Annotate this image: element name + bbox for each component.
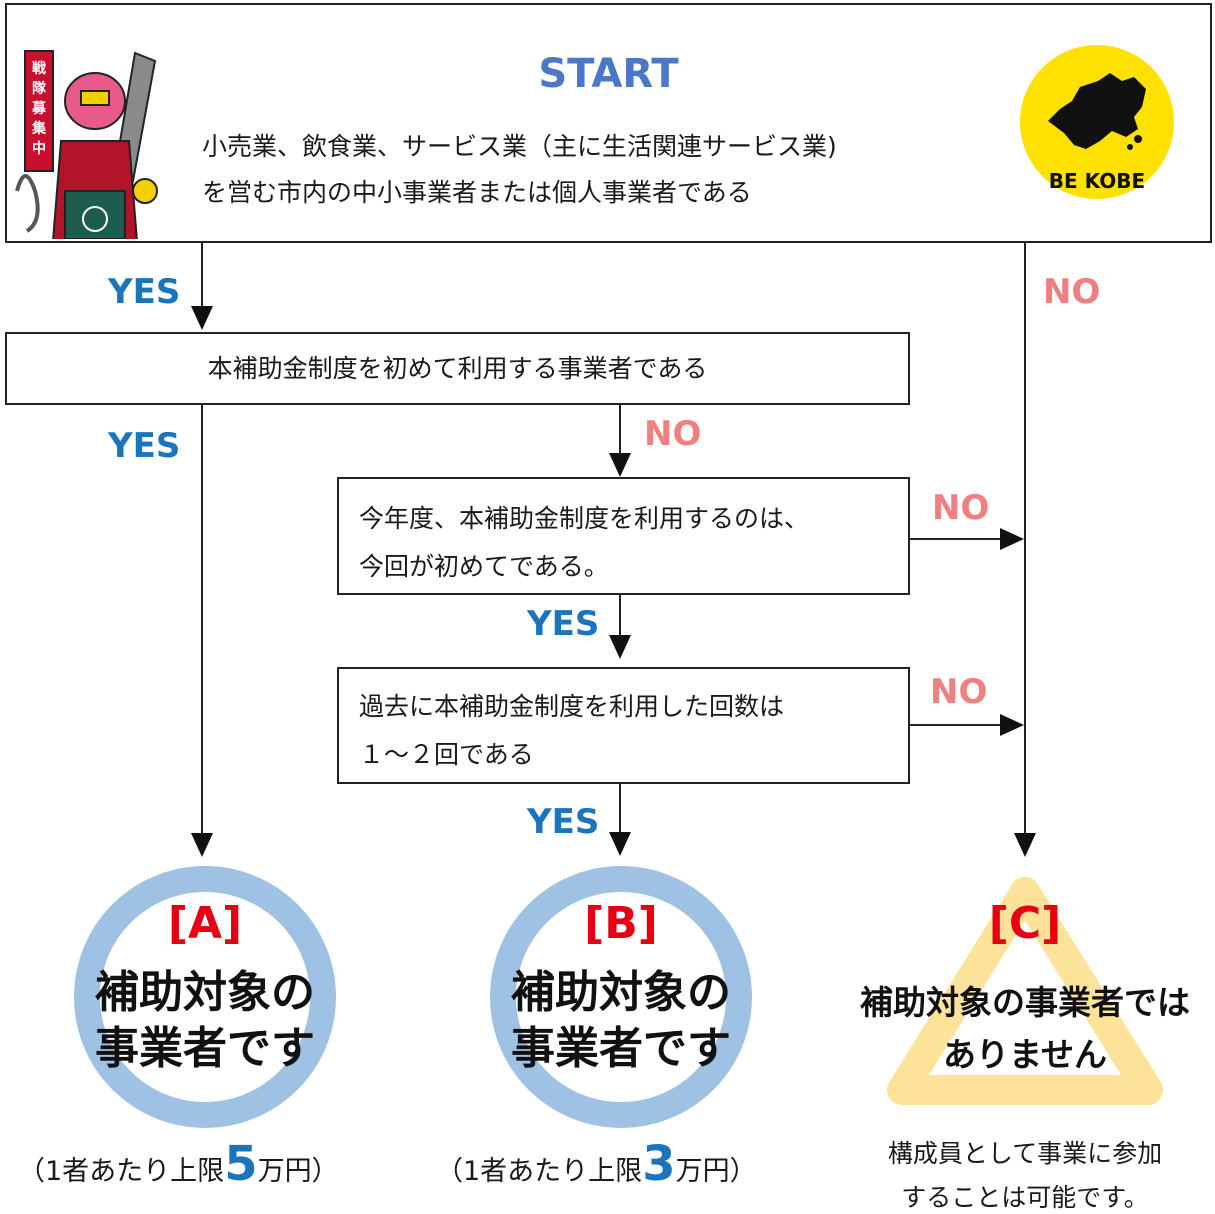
kobe-map-icon bbox=[1048, 73, 1146, 150]
yes-label-q2: YES bbox=[527, 604, 600, 644]
connector-start-q1 bbox=[201, 243, 203, 308]
connector-q3-b bbox=[619, 784, 621, 834]
result-b-line2: 事業者です bbox=[511, 1023, 731, 1074]
arrow-to-b bbox=[609, 832, 631, 856]
no-label-q2: NO bbox=[932, 488, 990, 528]
arrow-q2-q3 bbox=[609, 635, 631, 659]
arrow-q1-q2 bbox=[609, 453, 631, 477]
yes-label-q3: YES bbox=[527, 802, 600, 842]
arrow-start-q1 bbox=[191, 306, 213, 330]
result-a-line2: 事業者です bbox=[95, 1023, 315, 1074]
logo-text: BE KOBE bbox=[1048, 169, 1146, 193]
q2-box: 今年度、本補助金制度を利用するのは、 今回が初めてである。 bbox=[337, 477, 910, 595]
q1-box: 本補助金制度を初めて利用する事業者である bbox=[5, 332, 910, 405]
result-a-cap-pre: （1者あたり上限 bbox=[18, 1156, 225, 1187]
result-b-cap-post: 万円） bbox=[675, 1156, 757, 1187]
result-b-cap-pre: （1者あたり上限 bbox=[436, 1156, 643, 1187]
result-a-cap-num: 5 bbox=[224, 1136, 258, 1192]
result-a-cap: （1者あたり上限5万円） bbox=[18, 1136, 339, 1192]
no-label-q3: NO bbox=[930, 672, 988, 712]
result-c-note2: することは可能です。 bbox=[901, 1183, 1149, 1212]
connector-q3-c bbox=[910, 724, 1002, 726]
result-c-note1: 構成員として事業に参加 bbox=[887, 1139, 1163, 1168]
result-c-letter: [C] bbox=[988, 898, 1062, 949]
result-a-letter: [A] bbox=[167, 898, 243, 949]
yes-label-q1: YES bbox=[108, 426, 181, 466]
connector-q2-q3 bbox=[619, 595, 621, 637]
connector-q1-a bbox=[201, 405, 203, 835]
svg-text:隊: 隊 bbox=[32, 80, 47, 97]
start-line2: を営む市内の中小事業者または個人事業者である bbox=[202, 178, 752, 207]
result-b-cap-num: 3 bbox=[642, 1136, 676, 1192]
q2-line1: 今年度、本補助金制度を利用するのは、 bbox=[359, 504, 810, 533]
q3-line2: １～２回である bbox=[359, 740, 534, 769]
mascot-sign-text: 戦 bbox=[32, 60, 47, 77]
q3-line1: 過去に本補助金制度を利用した回数は bbox=[359, 692, 785, 721]
q2-line2: 今回が初めてである。 bbox=[359, 552, 609, 581]
no-label-start: NO bbox=[1043, 272, 1101, 312]
be-kobe-logo: BE KOBE bbox=[1020, 45, 1174, 199]
start-line1: 小売業、飲食業、サービス業（主に生活関連サービス業) bbox=[202, 132, 837, 161]
result-c-triangle bbox=[887, 877, 1163, 1105]
result-b-line1: 補助対象の bbox=[511, 967, 731, 1018]
yes-label-start: YES bbox=[108, 272, 181, 312]
arrow-q2-c bbox=[1000, 528, 1024, 550]
q1-text: 本補助金制度を初めて利用する事業者である bbox=[207, 354, 708, 383]
start-title: START bbox=[538, 51, 679, 97]
result-b-letter: [B] bbox=[584, 898, 658, 949]
start-box: START 小売業、飲食業、サービス業（主に生活関連サービス業) を営む市内の中… bbox=[5, 3, 1212, 243]
svg-text:中: 中 bbox=[32, 140, 46, 157]
result-c-line1: 補助対象の事業者では bbox=[860, 983, 1190, 1022]
connector-q1-q2 bbox=[619, 405, 621, 455]
arrow-q3-c bbox=[1000, 714, 1024, 736]
result-c-line2: ありません bbox=[942, 1035, 1107, 1074]
svg-text:募: 募 bbox=[31, 100, 47, 117]
arrow-to-c bbox=[1014, 833, 1036, 857]
arrow-to-a bbox=[191, 833, 213, 857]
result-a-cap-post: 万円） bbox=[257, 1156, 339, 1187]
svg-text:集: 集 bbox=[31, 120, 47, 137]
connector-start-c bbox=[1024, 243, 1026, 835]
result-b-cap: （1者あたり上限3万円） bbox=[436, 1136, 757, 1192]
q3-box: 過去に本補助金制度を利用した回数は １～２回である bbox=[337, 667, 910, 784]
result-a-line1: 補助対象の bbox=[95, 967, 315, 1018]
no-label-q1: NO bbox=[644, 414, 702, 454]
connector-q2-c bbox=[910, 538, 1002, 540]
mascot-illustration: 戦 隊 募 集 中 bbox=[15, 50, 158, 239]
